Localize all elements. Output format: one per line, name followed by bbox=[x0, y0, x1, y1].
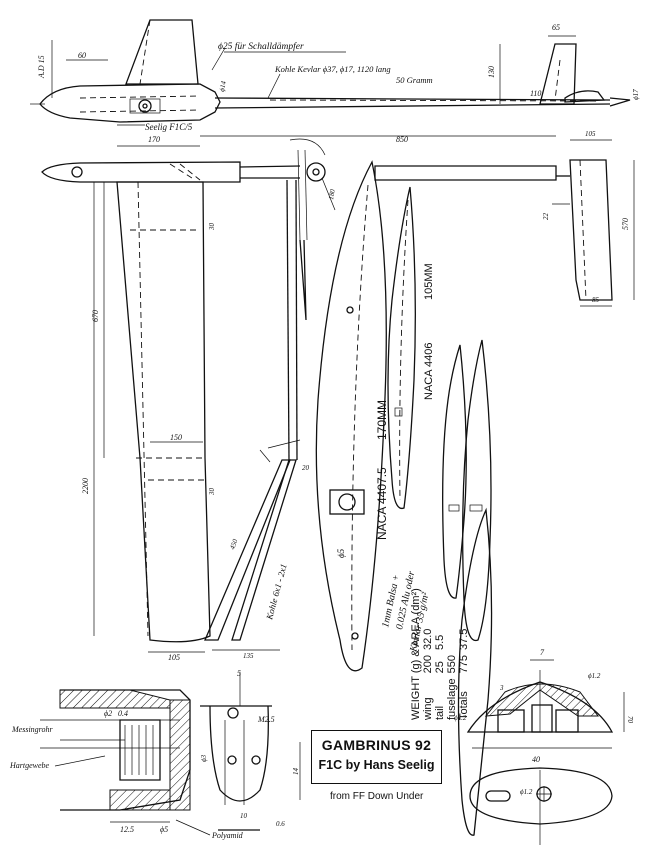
svg-text:ϕ14: ϕ14 bbox=[218, 80, 228, 92]
row-area: 32.0 bbox=[422, 628, 434, 651]
schalldampfer-label: ϕ25 für Schalldämpfer bbox=[218, 41, 304, 52]
wing-chord-label: 170MM bbox=[375, 400, 389, 440]
dim-7: 7 bbox=[540, 648, 545, 657]
dim-14: 14 bbox=[292, 768, 300, 776]
engine-mount-detail: Messingrohr Hartgewebe ϕ2 0.4 12.5 ϕ5 Po… bbox=[9, 669, 301, 840]
plan-subtitle: F1C by Hans Seelig bbox=[318, 758, 435, 772]
dim-10: 10 bbox=[240, 812, 248, 820]
row-weight: 25 bbox=[434, 661, 446, 674]
fuselage-side-view: 60 A.D 15 ϕ25 für Schalldämpfer ϕ14 Kohl… bbox=[30, 19, 640, 132]
dim-85: 85 bbox=[592, 296, 600, 304]
prop-hinge-detail: 180 20 450 Kohle 6x1 - 2x1 135 bbox=[204, 138, 337, 660]
dim-65: 65 bbox=[552, 23, 560, 32]
tail-airfoil: NACA 4406 105MM bbox=[387, 186, 435, 510]
row-area bbox=[446, 624, 458, 650]
dim-06: 0.6 bbox=[276, 820, 285, 828]
dim-450: 450 bbox=[228, 538, 239, 551]
dim-135: 135 bbox=[243, 652, 254, 660]
credit-line: from FF Down Under bbox=[330, 791, 424, 802]
dim-130: 130 bbox=[487, 66, 496, 78]
dim-2200: 2200 bbox=[81, 478, 90, 494]
dim-30b: 30 bbox=[208, 488, 216, 497]
dim-670: 670 bbox=[91, 310, 100, 322]
weight-area-rows: wing 200 32.0 tail 25 5.5 fuselage 550 T… bbox=[422, 624, 470, 720]
row-weight: 200 bbox=[422, 655, 434, 674]
table-row: Totals 775 37.5 bbox=[458, 624, 470, 720]
phi12-a: ϕ1.2 bbox=[588, 672, 601, 680]
row-area: 5.5 bbox=[434, 634, 446, 651]
phi2-label: ϕ2 bbox=[104, 709, 112, 718]
weight-area-table: WEIGHT (g) & AREA (dm²) wing 200 32.0 ta… bbox=[410, 580, 510, 720]
m25-label: M2.5 bbox=[257, 715, 275, 724]
title-block: GAMBRINUS 92 F1C by Hans Seelig bbox=[311, 730, 442, 784]
hartgewebe-label: Hartgewebe bbox=[9, 761, 50, 770]
row-area: 37.5 bbox=[458, 628, 470, 651]
row-weight: 550 bbox=[446, 655, 458, 674]
dim-22: 22 bbox=[542, 213, 550, 221]
phi5-wing: ϕ5 bbox=[336, 548, 346, 558]
dim-570: 570 bbox=[621, 218, 630, 230]
seelig-label: Seelig F1C/5 bbox=[145, 122, 193, 132]
dim-40: 40 bbox=[532, 755, 540, 764]
row-part: tail bbox=[434, 705, 446, 720]
tail-rib-profiles bbox=[442, 339, 493, 836]
row-weight: 775 bbox=[458, 655, 470, 674]
dim-105b: 105 bbox=[585, 130, 596, 138]
dim-125: 12.5 bbox=[120, 825, 134, 834]
table-row: fuselage 550 bbox=[446, 624, 458, 720]
dim-170: 170 bbox=[148, 135, 160, 144]
dim-850: 850 bbox=[396, 135, 408, 144]
naca-wing-label: NACA 4407.5 bbox=[375, 467, 389, 540]
phi3-label: ϕ3 bbox=[200, 754, 208, 762]
table-row: wing 200 32.0 bbox=[422, 624, 434, 720]
dim-3: 3 bbox=[499, 684, 504, 692]
gramm-label: 50 Gramm bbox=[396, 75, 433, 85]
naca-tail-label: NACA 4406 bbox=[423, 343, 435, 400]
row-part: fuselage bbox=[446, 678, 458, 720]
dim-150: 150 bbox=[170, 433, 182, 442]
phi12-c: ϕ1.2 bbox=[520, 788, 533, 796]
messingrohr-label: Messingrohr bbox=[11, 725, 53, 734]
table-row: tail 25 5.5 bbox=[434, 624, 446, 720]
kevlar-label: Kohle Kevlar ϕ37, ϕ17, 1120 lang bbox=[274, 64, 391, 74]
dim-180: 180 bbox=[327, 188, 337, 200]
wing-plan-view: 170 670 2200 30 30 150 105 850 105 570 8… bbox=[41, 130, 635, 662]
phi12-b: ϕ1.2 bbox=[454, 714, 467, 722]
pylon-saddle-detail: 7 3 ϕ1.2 ϕ1.2 70 40 ϕ1.2 bbox=[454, 648, 634, 845]
dim-04: 0.4 bbox=[118, 709, 128, 718]
dim-30a: 30 bbox=[208, 223, 216, 232]
dim-105: 105 bbox=[168, 653, 180, 662]
tail-chord-label: 105MM bbox=[423, 263, 435, 300]
dim-20: 20 bbox=[302, 464, 310, 472]
dim-70: 70 bbox=[626, 716, 634, 724]
row-part: Totals bbox=[458, 691, 470, 720]
svg-text:ϕ17: ϕ17 bbox=[632, 89, 640, 100]
kohle-label: Kohle 6x1 - 2x1 bbox=[264, 563, 289, 622]
weight-area-heading: WEIGHT (g) & AREA (dm²) bbox=[410, 588, 422, 720]
dim-5: 5 bbox=[237, 669, 241, 678]
polyamid-label: Polyamid bbox=[211, 831, 244, 840]
ad-label: A.D 15 bbox=[37, 55, 46, 79]
row-part: wing bbox=[422, 697, 434, 720]
dim-110: 110 bbox=[530, 89, 541, 98]
phi5-mount: ϕ5 bbox=[160, 825, 168, 834]
dim-60: 60 bbox=[78, 51, 86, 60]
plan-title: GAMBRINUS 92 bbox=[321, 737, 432, 753]
